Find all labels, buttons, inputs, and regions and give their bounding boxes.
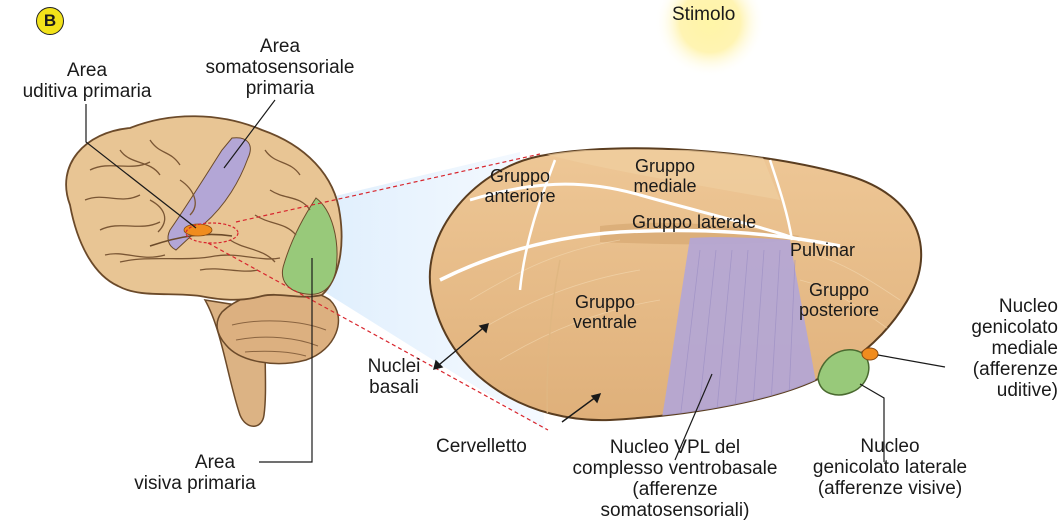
- cerebellum: [217, 290, 338, 364]
- mgn-body: [862, 348, 878, 360]
- posterior-group-label: Gruppo posteriore: [784, 280, 894, 320]
- visual-line-1: Area: [120, 452, 270, 473]
- mgn-line-3: mediale: [940, 338, 1058, 359]
- anterior-group-label: Gruppo anteriore: [470, 166, 570, 206]
- ventral-group-label: Gruppo ventrale: [550, 292, 660, 332]
- auditory-line-1: Area: [2, 60, 172, 81]
- pulvinar-label: Pulvinar: [790, 240, 855, 260]
- anterior-line-1: Gruppo: [470, 166, 570, 186]
- basal-line-1: Nuclei: [354, 356, 434, 377]
- vpl-nucleus-label: Nucleo VPL del complesso ventrobasale (a…: [555, 437, 795, 521]
- somato-line-1: Area: [180, 36, 380, 57]
- lgn-line-2: genicolato laterale: [792, 457, 988, 478]
- basal-nuclei-label: Nuclei basali: [354, 356, 434, 398]
- medial-group-label: Gruppo mediale: [610, 156, 720, 196]
- somato-line-2: somatosensoriale: [180, 57, 380, 78]
- lgn-line-1: Nucleo: [792, 436, 988, 457]
- visual-line-2: visiva primaria: [120, 473, 270, 494]
- brain-illustration: [66, 116, 341, 426]
- vpl-line-1: Nucleo VPL del: [555, 437, 795, 458]
- somato-line-3: primaria: [180, 78, 380, 99]
- panel-badge: B: [36, 7, 64, 35]
- ventral-line-1: Gruppo: [550, 292, 660, 312]
- cerebellum-label: Cervelletto: [436, 436, 527, 457]
- lgn-line-3: (afferenze visive): [792, 478, 988, 499]
- lgn-label: Nucleo genicolato laterale (afferenze vi…: [792, 436, 988, 499]
- medial-line-1: Gruppo: [610, 156, 720, 176]
- somatosensory-area-label: Area somatosensoriale primaria: [180, 36, 380, 99]
- vpl-line-4: somatosensoriali): [555, 500, 795, 521]
- mgn-line-4: (afferenze: [940, 359, 1058, 380]
- visual-area-label: Area visiva primaria: [120, 452, 270, 494]
- lateral-group-label: Gruppo laterale: [632, 212, 756, 232]
- mgn-line-1: Nucleo: [940, 296, 1058, 317]
- stimulus-label: Stimolo: [672, 4, 735, 25]
- basal-line-2: basali: [354, 377, 434, 398]
- auditory-area-label: Area uditiva primaria: [2, 60, 172, 102]
- vpl-line-3: (afferenze: [555, 479, 795, 500]
- mgn-label: Nucleo genicolato mediale (afferenze udi…: [940, 296, 1058, 401]
- vpl-line-2: complesso ventrobasale: [555, 458, 795, 479]
- auditory-area: [184, 224, 212, 236]
- posterior-line-1: Gruppo: [784, 280, 894, 300]
- auditory-line-2: uditiva primaria: [2, 81, 172, 102]
- leader-mgn: [878, 355, 945, 367]
- anterior-line-2: anteriore: [470, 186, 570, 206]
- ventral-line-2: ventrale: [550, 312, 660, 332]
- mgn-line-2: genicolato: [940, 317, 1058, 338]
- posterior-line-2: posteriore: [784, 300, 894, 320]
- medial-line-2: mediale: [610, 176, 720, 196]
- mgn-line-5: uditive): [940, 380, 1058, 401]
